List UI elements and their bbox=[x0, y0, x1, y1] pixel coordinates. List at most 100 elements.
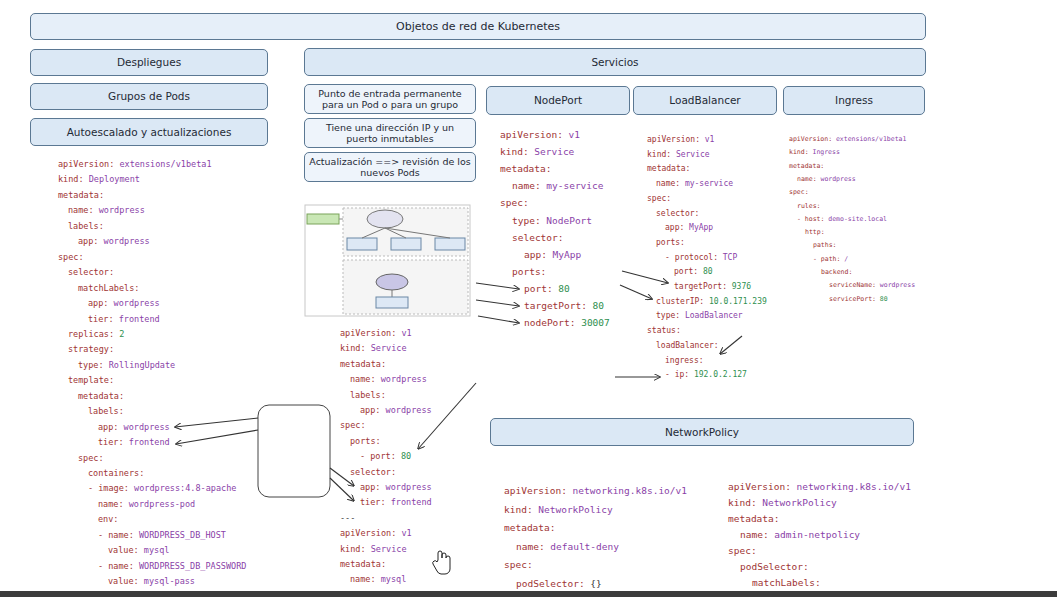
yaml-value: v1 bbox=[401, 528, 411, 538]
yaml-value: 80 bbox=[703, 267, 713, 276]
yaml-value: Service bbox=[534, 146, 574, 157]
yaml-key: type: bbox=[78, 360, 104, 370]
hand-cursor bbox=[433, 551, 450, 574]
yaml-key: spec: bbox=[504, 559, 533, 570]
code-line: status: bbox=[647, 326, 681, 335]
code-line: clusterIP:10.0.171.239 bbox=[656, 297, 767, 306]
yaml-value: wordpress bbox=[386, 405, 432, 415]
yaml-key: apiVersion: bbox=[789, 135, 832, 143]
leader-arrows bbox=[175, 271, 742, 501]
code-line: selector: bbox=[350, 468, 396, 478]
code-line: selector: bbox=[68, 268, 114, 278]
code-line: ports: bbox=[350, 437, 381, 447]
yaml-key: metadata: bbox=[789, 162, 824, 170]
code-line: type:NodePort bbox=[512, 216, 592, 227]
yaml-value: frontend bbox=[119, 314, 160, 324]
yaml-value: default-deny bbox=[550, 541, 619, 552]
code-line: labels: bbox=[88, 407, 124, 417]
node-region bbox=[343, 208, 468, 256]
yaml-key: template: bbox=[68, 375, 114, 385]
yaml-key: name: bbox=[797, 175, 817, 183]
illustration-panel bbox=[305, 205, 470, 316]
code-line: metadata: bbox=[647, 164, 690, 173]
yaml-key: metadata: bbox=[500, 163, 551, 174]
service-cloud bbox=[376, 274, 408, 290]
yaml-key: apiVersion: bbox=[340, 528, 396, 538]
box-label: Despliegues bbox=[113, 56, 185, 69]
code-line: name:mysql bbox=[350, 575, 406, 585]
yaml-key: paths: bbox=[813, 241, 836, 249]
yaml-key: type: bbox=[512, 215, 541, 226]
yaml-value: LoadBalancer bbox=[685, 311, 743, 320]
yaml-key: metadata: bbox=[78, 391, 124, 401]
code-line: labels: bbox=[350, 391, 386, 401]
yaml-key: name: bbox=[350, 574, 376, 584]
code-line: type: RollingUpdate bbox=[78, 361, 175, 371]
yaml-value: wordpress bbox=[820, 175, 855, 183]
yaml-value: NetworkPolicy bbox=[762, 497, 836, 508]
yaml-key: --- bbox=[340, 513, 355, 523]
yaml-key: env: bbox=[98, 514, 118, 524]
code-line: kind:Service bbox=[647, 150, 710, 159]
yaml-key: app: bbox=[665, 223, 684, 232]
code-line: name:wordpress bbox=[797, 176, 856, 183]
yaml-key: name: bbox=[350, 374, 376, 384]
yaml-key: loadBalancer: bbox=[656, 341, 719, 350]
code-line: app:wordpress bbox=[98, 423, 170, 433]
yaml-key: spec: bbox=[789, 188, 809, 196]
yaml-value: wordpress bbox=[880, 281, 915, 289]
yaml-key: selector: bbox=[350, 467, 396, 477]
yaml-key: port: bbox=[674, 267, 698, 276]
yaml-key: spec: bbox=[500, 197, 529, 208]
code-line: app:MyApp bbox=[524, 250, 581, 261]
yaml-key: apiVersion: bbox=[504, 485, 567, 496]
code-line: serviceName:wordpress bbox=[829, 282, 915, 289]
yaml-value: 80 bbox=[401, 451, 411, 461]
yaml-key: tier: bbox=[88, 314, 114, 324]
code-line: spec: bbox=[647, 194, 671, 203]
yaml-key: spec: bbox=[78, 453, 104, 463]
yaml-key: labels: bbox=[68, 221, 104, 231]
code-line: metadata: bbox=[340, 360, 386, 370]
yaml-value: {} bbox=[590, 578, 601, 589]
pod-box bbox=[376, 297, 408, 308]
code-line: ports: bbox=[512, 267, 546, 278]
yaml-value: wordpress bbox=[104, 236, 150, 246]
code-line: nodePort:30007 bbox=[524, 318, 610, 329]
yaml-key: apiVersion: bbox=[58, 159, 114, 169]
code-line: apiVersion: v1 bbox=[340, 529, 412, 539]
yaml-key: name: bbox=[98, 499, 124, 509]
yaml-key: type: bbox=[656, 311, 680, 320]
yaml-key: targetPort: bbox=[674, 282, 727, 291]
yaml-value: 10.0.171.239 bbox=[709, 297, 767, 306]
yaml-value: MyApp bbox=[689, 223, 713, 232]
yaml-value: admin-netpolicy bbox=[774, 529, 860, 540]
yaml-value: Service bbox=[371, 544, 407, 554]
yaml-value: frontend bbox=[391, 497, 432, 507]
label-box: Grupos de Pods bbox=[30, 83, 268, 110]
yaml-key: selector: bbox=[68, 267, 114, 277]
box-label: Tiene una dirección IP y un puerto inmut… bbox=[305, 122, 475, 145]
code-line: targetPort:9376 bbox=[674, 282, 751, 291]
yaml-value: TCP bbox=[723, 253, 737, 262]
label-box: Servicios bbox=[304, 48, 926, 76]
code-line: - image:wordpress:4.8-apache bbox=[88, 484, 236, 494]
yaml-key: - port: bbox=[360, 451, 396, 461]
code-line: - port: 80 bbox=[360, 452, 411, 462]
code-line: apiVersion:networking.k8s.io/v1 bbox=[728, 482, 911, 493]
yaml-key: - ip: bbox=[665, 370, 689, 379]
yaml-key: metadata: bbox=[340, 359, 386, 369]
leader-arrow bbox=[330, 478, 354, 501]
code-line: metadata: bbox=[504, 523, 555, 534]
yaml-key: metadata: bbox=[58, 190, 104, 200]
yaml-value: wordpress bbox=[386, 482, 432, 492]
yaml-key: selector: bbox=[512, 232, 563, 243]
leader-arrow bbox=[478, 316, 519, 323]
yaml-key: metadata: bbox=[504, 522, 555, 533]
yaml-key: labels: bbox=[88, 406, 124, 416]
yaml-key: app: bbox=[360, 482, 380, 492]
yaml-value: RollingUpdate bbox=[109, 360, 176, 370]
leader-arrow bbox=[175, 418, 258, 427]
yaml-key: http: bbox=[805, 228, 825, 236]
yaml-value: WORDPRESS_DB_HOST bbox=[139, 530, 226, 540]
